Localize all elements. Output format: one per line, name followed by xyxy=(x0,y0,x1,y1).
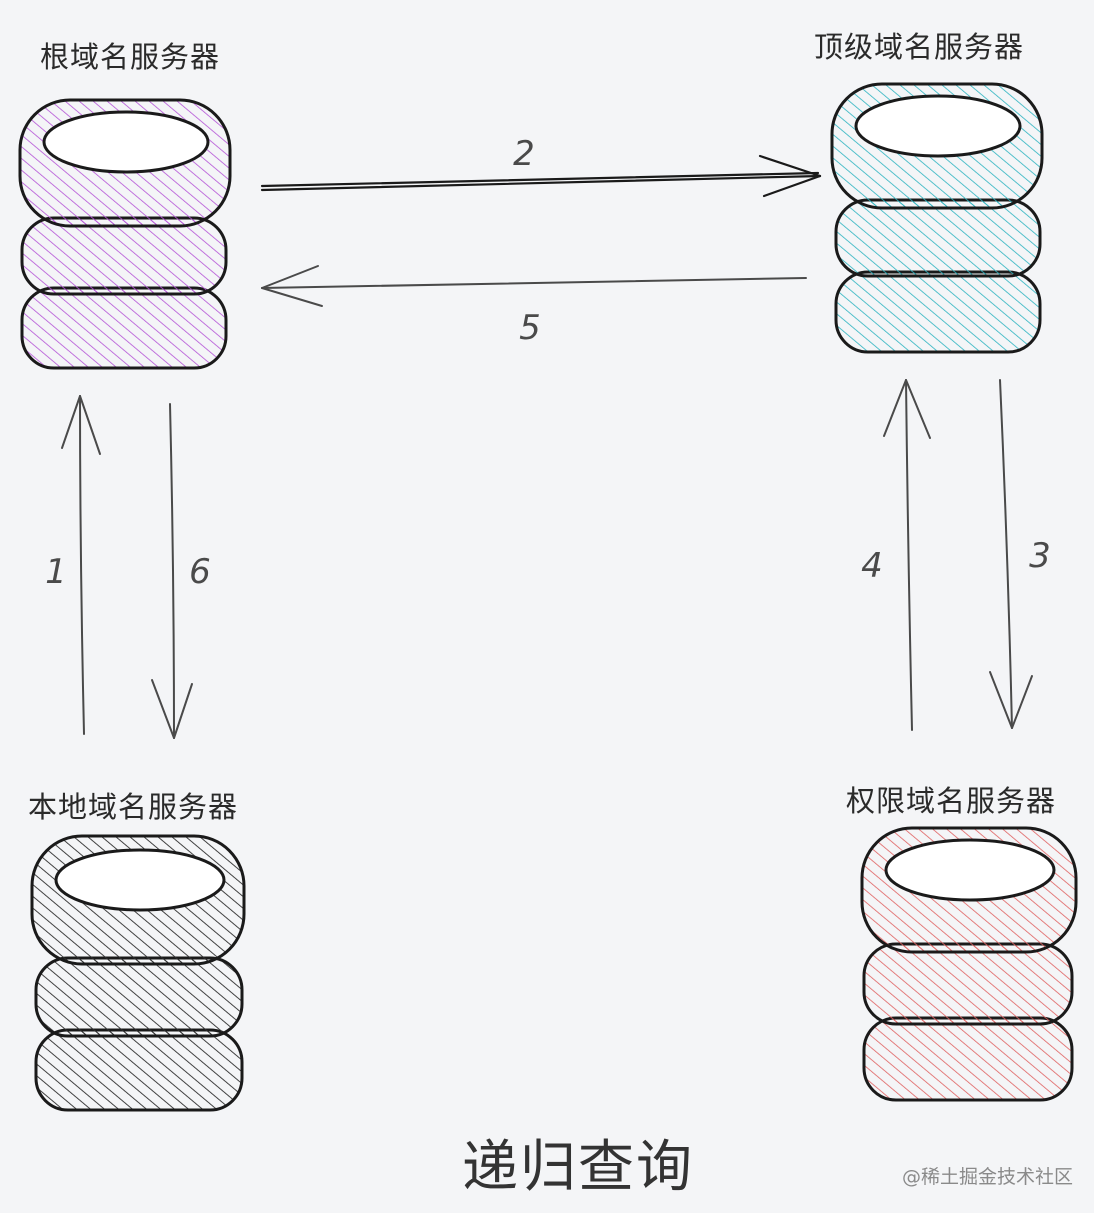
arrow-step-6 xyxy=(151,403,193,739)
arrow-step-5 xyxy=(261,265,807,307)
tld-server-icon xyxy=(830,82,1044,354)
diagram-title: 递归查询 xyxy=(462,1135,694,1200)
step-label-3: 3 xyxy=(1029,536,1051,576)
arrow-step-1 xyxy=(61,395,101,735)
root-server-icon xyxy=(18,98,232,370)
step-label-2: 2 xyxy=(513,134,535,174)
tld-server-label: 顶级域名服务器 xyxy=(814,30,1025,64)
step-label-1: 1 xyxy=(45,552,67,592)
step-label-4: 4 xyxy=(861,546,883,586)
root-server-label: 根域名服务器 xyxy=(40,40,221,74)
arrow-step-4 xyxy=(883,379,931,731)
watermark: @稀土掘金技术社区 xyxy=(902,1166,1074,1188)
arrow-step-3 xyxy=(989,379,1033,729)
step-label-5: 5 xyxy=(519,308,541,348)
arrow-step-2 xyxy=(260,154,822,198)
local-server-icon xyxy=(30,834,246,1112)
step-label-6: 6 xyxy=(189,552,211,592)
local-server-label: 本地域名服务器 xyxy=(28,790,239,824)
authoritative-server-icon xyxy=(860,826,1078,1102)
authoritative-server-label: 权限域名服务器 xyxy=(846,784,1057,818)
